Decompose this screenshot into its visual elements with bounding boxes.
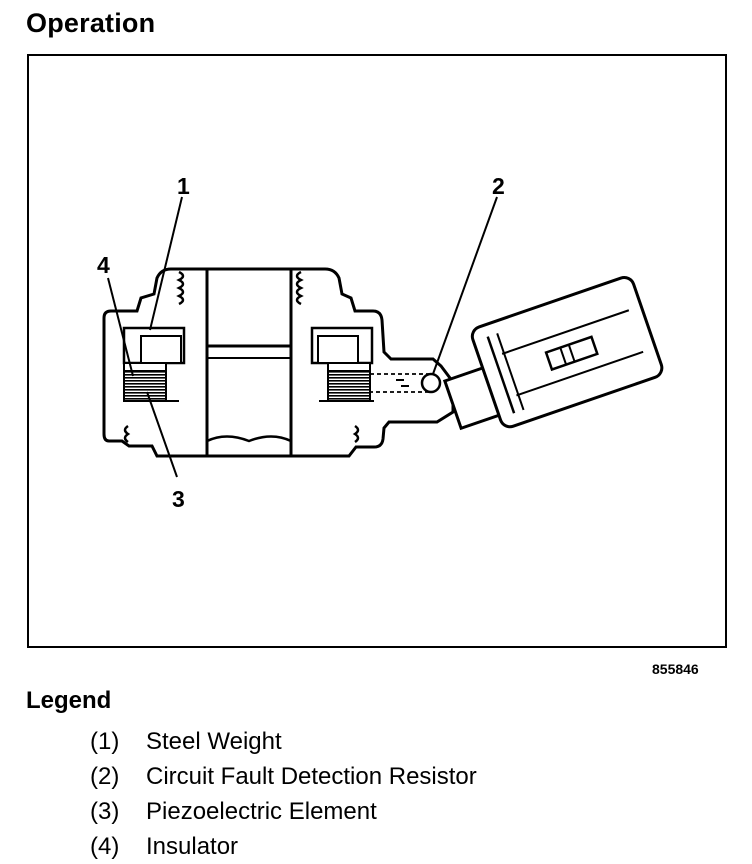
legend-number: (4) [90, 832, 120, 860]
legend-title: Legend [26, 687, 112, 714]
callout-2: 2 [492, 173, 505, 199]
connector [442, 276, 664, 431]
figure-id: 855846 [652, 661, 699, 677]
legend-item: (4) Insulator [90, 829, 477, 864]
legend-item: (3) Piezoelectric Element [90, 794, 477, 829]
piezo-element-left [123, 370, 167, 402]
legend-item: (1) Steel Weight [90, 724, 477, 759]
leader-line-4 [107, 277, 134, 377]
piezo-element-right [327, 370, 371, 402]
legend-list: (1) Steel Weight (2) Circuit Fault Detec… [90, 724, 477, 864]
center-bore [205, 267, 293, 458]
legend-label: Piezoelectric Element [146, 797, 377, 825]
thread-left [123, 270, 185, 444]
leader-line-2 [432, 196, 498, 375]
page-title: Operation [26, 8, 156, 38]
legend-number: (3) [90, 797, 120, 825]
legend-label: Insulator [146, 832, 239, 860]
knock-sensor-diagram: 1 2 4 3 [97, 173, 664, 512]
insulator-right [327, 362, 371, 372]
legend-label: Steel Weight [146, 727, 282, 755]
diagram-frame: 1 2 4 3 [27, 54, 727, 648]
resistor [420, 372, 442, 394]
callout-3: 3 [172, 486, 185, 512]
legend-number: (2) [90, 762, 120, 790]
callout-1: 1 [177, 173, 190, 199]
leader-line-3 [146, 391, 178, 478]
internal-circuit [370, 373, 430, 393]
legend-number: (1) [90, 727, 120, 755]
leader-line-1 [149, 196, 183, 331]
legend-item: (2) Circuit Fault Detection Resistor [90, 759, 477, 794]
callout-4: 4 [97, 252, 110, 278]
legend-label: Circuit Fault Detection Resistor [146, 762, 477, 790]
thread-right [295, 270, 360, 444]
